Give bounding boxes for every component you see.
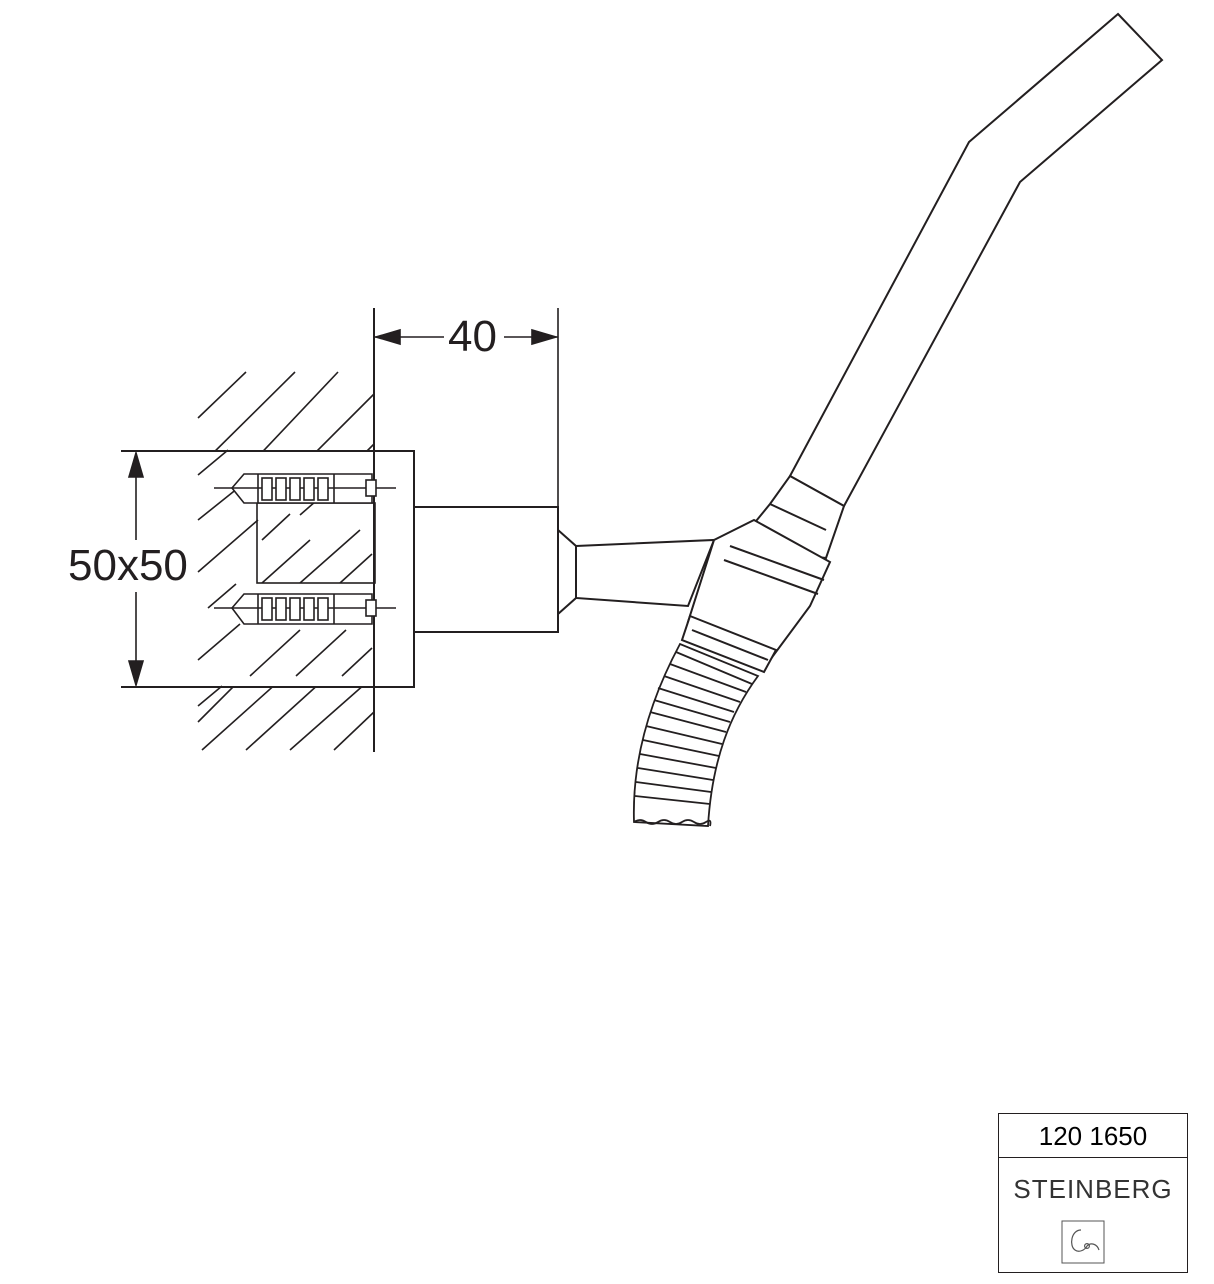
shower-hose [632, 642, 760, 827]
holder-arm [575, 538, 716, 608]
dimension-depth-label: 40 [446, 312, 499, 361]
dimension-depth [373, 308, 559, 506]
wall-connection-body [413, 506, 577, 633]
dimension-plate-size [127, 450, 145, 688]
title-block: 120 1650 STEINBERG [998, 1113, 1188, 1273]
article-number: 120 1650 [999, 1114, 1187, 1158]
wall-plate [121, 450, 415, 688]
brand-name: STEINBERG [1013, 1174, 1173, 1204]
steinberg-logo-icon [1061, 1220, 1105, 1264]
dimension-plate-size-label: 50x50 [68, 541, 188, 590]
holder-cradle [680, 518, 832, 674]
anchor-screw-upper [214, 473, 396, 504]
anchor-screw-lower [214, 593, 396, 625]
hand-shower [732, 12, 1164, 560]
